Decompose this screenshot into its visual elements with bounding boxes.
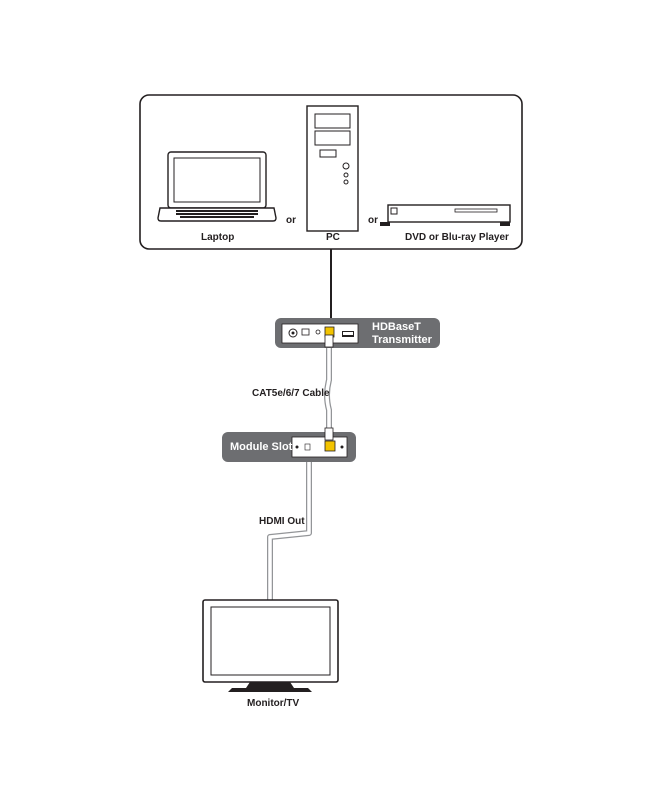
rj45-plug-top xyxy=(324,334,334,348)
laptop-label: Laptop xyxy=(201,232,235,243)
module-slot-box xyxy=(222,432,356,462)
transmitter-title-line2: Transmitter xyxy=(372,334,432,346)
cable-label: CAT5e/6/7 Cable xyxy=(252,388,330,399)
or-separator-2: or xyxy=(368,215,378,226)
disc-player-icon xyxy=(380,204,511,226)
module-slot-title: Module Slot xyxy=(230,441,293,453)
or-separator-1: or xyxy=(286,215,296,226)
rj45-plug-bottom xyxy=(324,427,334,441)
player-label: DVD or Blu-ray Player xyxy=(405,232,509,243)
hdmi-output-cable xyxy=(267,462,312,600)
transmitter-title-line1: HDBaseT xyxy=(372,321,421,333)
laptop-icon xyxy=(157,151,277,222)
monitor-label: Monitor/TV xyxy=(247,698,300,709)
pc-label: PC xyxy=(326,232,340,243)
hdmi-out-label: HDMI Out xyxy=(259,516,305,527)
hdbaset-transmitter-box xyxy=(275,318,440,348)
pc-tower-icon xyxy=(306,105,359,232)
monitor-icon xyxy=(202,599,339,692)
cat-cable xyxy=(324,335,332,435)
